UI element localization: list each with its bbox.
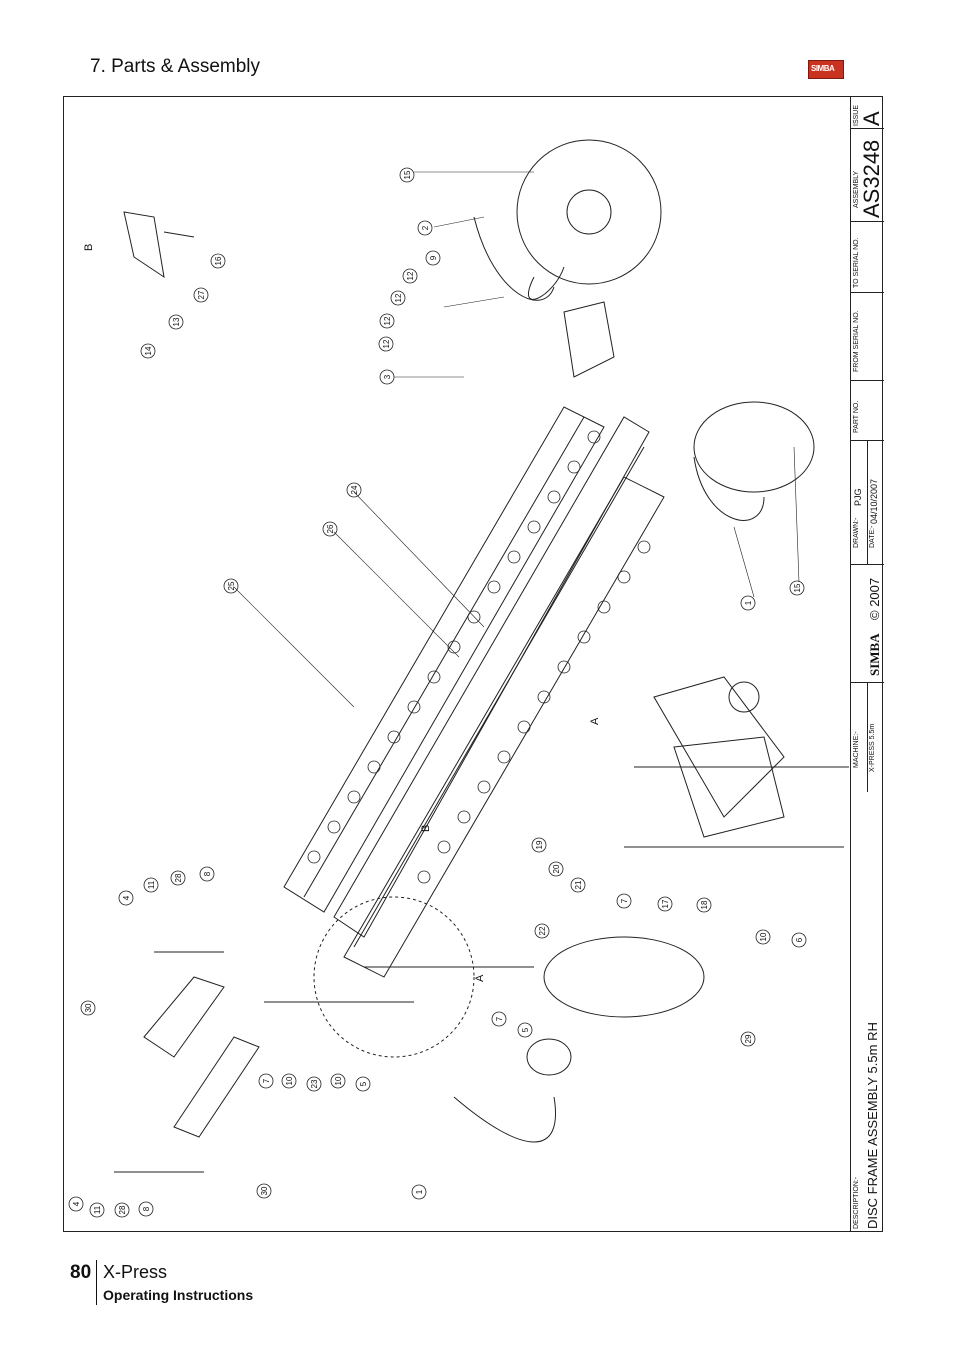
- callout-label: 6: [795, 937, 804, 942]
- date-value: 04/10/2007: [869, 478, 879, 524]
- callout-label: 8: [142, 1206, 151, 1211]
- drawn-value: PJG: [853, 488, 863, 506]
- callout-label: 12: [383, 316, 392, 325]
- callout-label: 15: [793, 583, 802, 592]
- simba-logo: SIMBA: [808, 60, 844, 79]
- rear-beam: [343, 476, 665, 978]
- drawing-frame: [63, 96, 883, 1232]
- callout-label: 1: [415, 1189, 424, 1194]
- callout-label: 18: [700, 900, 709, 909]
- callout-label: 2: [421, 225, 430, 230]
- callout-label: 27: [197, 290, 206, 299]
- callout-label: 23: [310, 1079, 319, 1088]
- issue-value: A: [859, 111, 884, 126]
- callout-label: 8: [203, 871, 212, 876]
- callout-label: 26: [326, 524, 335, 533]
- description-label: DESCRIPTION:-: [853, 1176, 860, 1229]
- callout-label: 10: [759, 932, 768, 941]
- callout-label: 29: [744, 1034, 753, 1043]
- callout-label: 4: [122, 895, 131, 900]
- callout-label: 1: [744, 600, 753, 605]
- callout-label: 24: [350, 485, 359, 494]
- callout-label: 20: [552, 864, 561, 873]
- view-label: A: [589, 717, 601, 725]
- exploded-assembly-drawing: 15 2 16 27 13 14 9 12 12 12 12 3 24 26 2…: [68, 139, 849, 1218]
- callout-label: 21: [574, 880, 583, 889]
- callout-label: 30: [84, 1003, 93, 1012]
- manual-subtitle: Operating Instructions: [103, 1287, 254, 1303]
- title-block: ISSUE A ASSEMBLY AS3248 TO SERIAL NO. FR…: [850, 96, 884, 1232]
- callout-label: 16: [214, 256, 223, 265]
- callout-label: 4: [72, 1201, 81, 1206]
- callout-label: 14: [144, 346, 153, 355]
- callout-label: 12: [382, 339, 391, 348]
- view-label: A: [474, 974, 486, 982]
- main-beam: [283, 406, 605, 913]
- section-title: 7. Parts & Assembly: [90, 56, 261, 77]
- description-value: DISC FRAME ASSEMBLY 5.5m RH: [865, 1022, 880, 1229]
- callout-label: 12: [394, 293, 403, 302]
- callout-label: 28: [118, 1205, 127, 1214]
- callout-label: 28: [174, 873, 183, 882]
- callout-label: 7: [620, 898, 629, 903]
- view-label: B: [420, 825, 432, 832]
- copyright: © 2007: [867, 577, 882, 620]
- callout-label: 11: [147, 880, 156, 889]
- page-number: 80: [70, 1262, 92, 1283]
- callout-label: 22: [538, 926, 547, 935]
- callout-label: 5: [359, 1081, 368, 1086]
- callout-label: 15: [403, 170, 412, 179]
- callout-label: 19: [535, 840, 544, 849]
- callout-label: 3: [383, 374, 392, 379]
- callout-label: 25: [227, 581, 236, 590]
- assembly-number: AS3248: [859, 139, 884, 218]
- from-serial-label: FROM SERIAL NO.: [853, 310, 860, 372]
- callout-label: 7: [495, 1016, 504, 1021]
- part-no-label: PART NO.: [853, 400, 860, 433]
- footer-divider: [96, 1260, 97, 1305]
- machine-value: X-PRESS 5.5m: [869, 723, 876, 772]
- date-label: DATE:-: [869, 525, 876, 548]
- simba-brand: SIMBA: [867, 633, 882, 676]
- callout-label: 9: [429, 255, 438, 260]
- drawn-label: DRAWN:-: [853, 517, 860, 548]
- callout-label: 13: [172, 317, 181, 326]
- callout-label: 12: [406, 271, 415, 280]
- callout-label: 10: [285, 1076, 294, 1085]
- product-name: X-Press: [103, 1262, 168, 1282]
- view-label: B: [83, 244, 95, 251]
- callout-label: 10: [334, 1076, 343, 1085]
- main-beam-lower: [333, 416, 650, 938]
- callout-label: 11: [93, 1205, 102, 1214]
- callout-label: 17: [661, 899, 670, 908]
- callout-label: 30: [260, 1186, 269, 1195]
- callout-label: 7: [262, 1078, 271, 1083]
- callout-label: 5: [521, 1027, 530, 1032]
- to-serial-label: TO SERIAL NO.: [853, 237, 860, 288]
- machine-label: MACHINE:-: [853, 731, 860, 768]
